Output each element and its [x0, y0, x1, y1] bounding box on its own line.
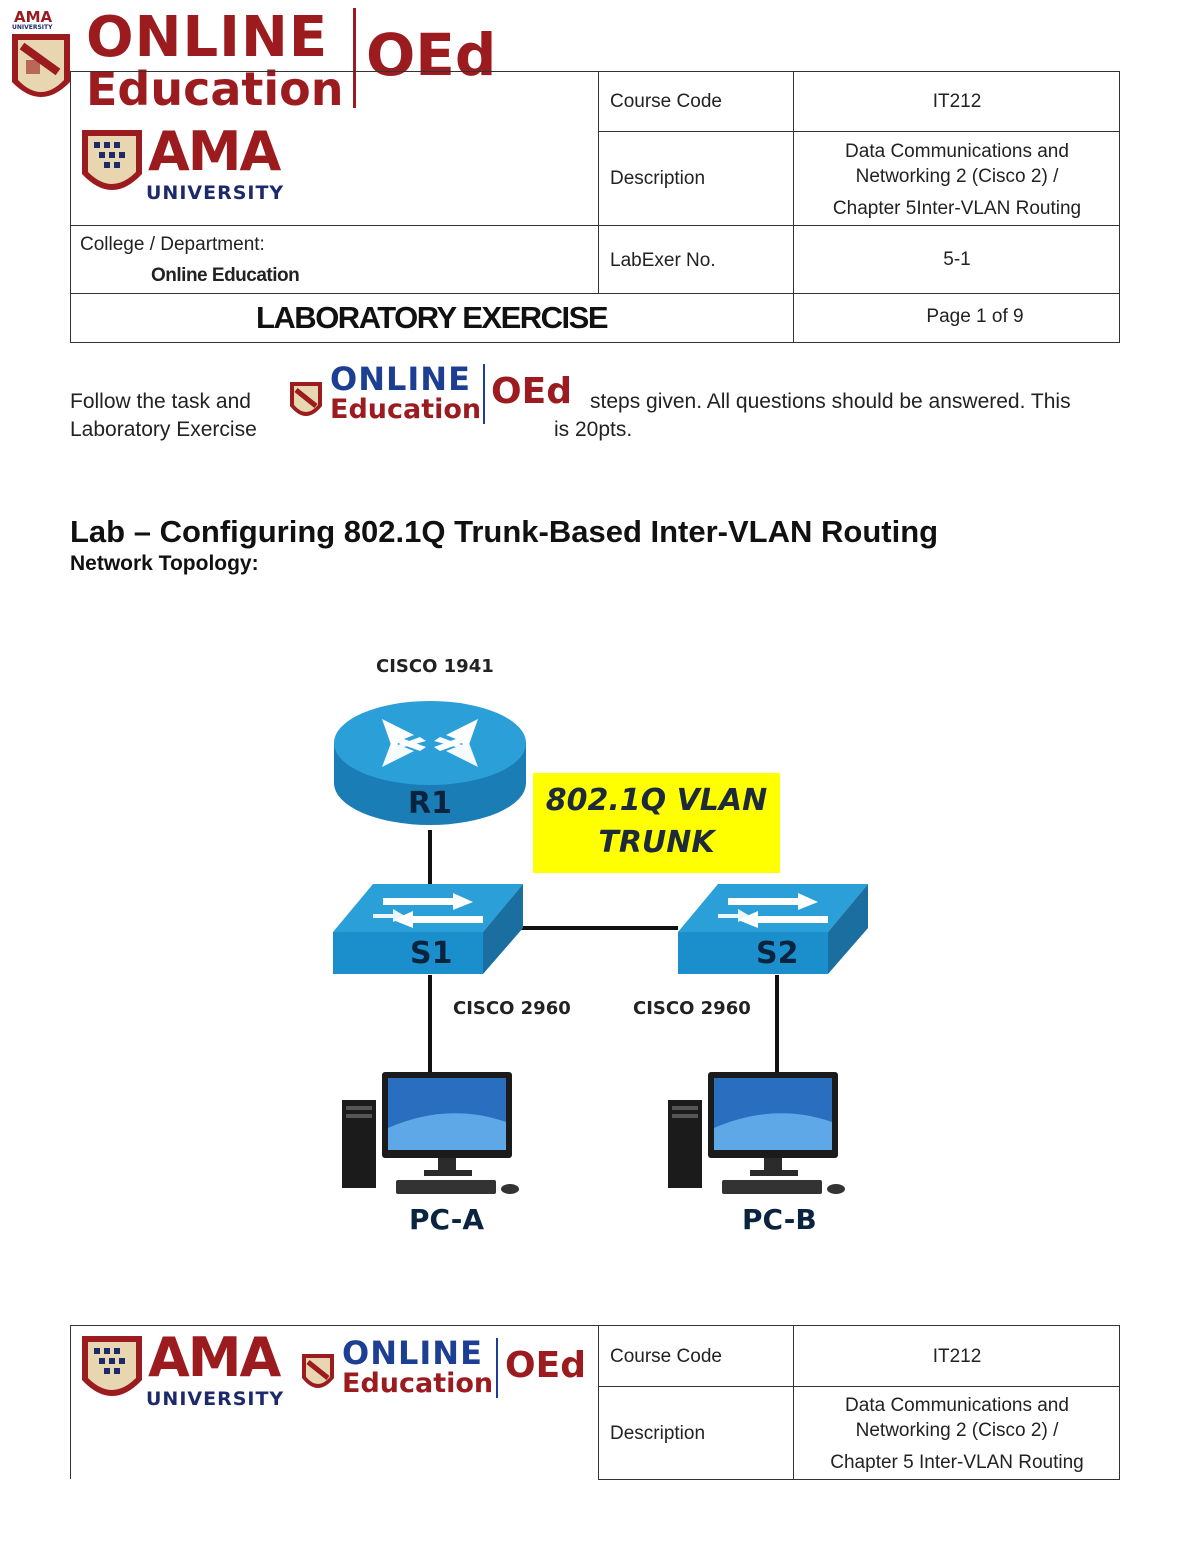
page-info: Page 1 of 9 [926, 306, 1024, 327]
footer-ama-university-logo: AMA UNIVERSITY [80, 1326, 295, 1412]
ama-online-logo-top: AMA UNIVERSITY ONLINE Education OEd [8, 5, 508, 116]
footer-bottom-line [598, 1479, 1120, 1480]
online-word-small: ONLINE [330, 360, 471, 398]
ama-crest-icon [82, 130, 142, 190]
switch-s2-model-label: CISCO 2960 [633, 998, 751, 1019]
logo-divider [353, 8, 356, 108]
trunk-label-box: 802.1Q VLAN TRUNK [533, 773, 780, 873]
header-divider-h2 [70, 225, 1120, 226]
footer-course-code-value: IT212 [932, 1346, 982, 1367]
footer-description-line1: Data Communications and [845, 1395, 1069, 1416]
footer-education-word: Education [342, 1368, 494, 1399]
intro-left-line2: Laboratory Exercise [70, 418, 257, 441]
university-small-text: UNIVERSITY [12, 24, 53, 31]
footer-ama-crest-icon [82, 1336, 142, 1396]
footer-university-word: UNIVERSITY [146, 1388, 285, 1410]
header-table [70, 71, 1120, 343]
footer-top-line [70, 1325, 1120, 1326]
footer-divider-h1 [598, 1386, 1120, 1387]
footer-oed-word: OEd [505, 1345, 586, 1386]
ama-word: AMA [148, 120, 281, 183]
description-line2: Networking 2 (Cisco 2) / [855, 166, 1059, 187]
header-divider-h3 [70, 293, 1120, 294]
header-divider-v2 [793, 71, 794, 343]
footer-left-line [70, 1325, 71, 1479]
online-word: ONLINE [86, 5, 329, 70]
intro-right-line1: steps given. All questions should be ans… [590, 390, 1071, 413]
labexer-label: LabExer No. [610, 250, 716, 271]
footer-online-education-logo: ONLINE Education OEd [300, 1336, 592, 1402]
switch-s1-model-label: CISCO 2960 [453, 998, 571, 1019]
intro-left-line1: Follow the task and [70, 390, 251, 413]
description-label: Description [610, 168, 706, 189]
pc-b-label: PC-B [742, 1203, 817, 1236]
description-line3: Chapter 5Inter-VLAN Routing [832, 198, 1082, 219]
description-line1: Data Communications and [845, 141, 1069, 162]
intro-left: Follow the task and Laboratory Exercise [70, 388, 257, 444]
switch-s1-name: S1 [410, 936, 453, 971]
footer-description-line3: Chapter 5 Inter-VLAN Routing [830, 1452, 1084, 1473]
pc-b-icon [668, 1072, 845, 1194]
switch-s2-name: S2 [756, 936, 799, 971]
footer-description-label: Description [610, 1423, 706, 1444]
lab-title: Lab – Configuring 802.1Q Trunk-Based Int… [70, 514, 939, 549]
footer-description-line2: Networking 2 (Cisco 2) / [855, 1420, 1059, 1441]
switch-s1-icon [333, 884, 523, 974]
online-education-logo-inline: ONLINE Education OEd [288, 362, 578, 428]
oed-word: OEd [366, 21, 497, 89]
router-name: R1 [408, 786, 452, 821]
ama-shield-icon [12, 34, 70, 97]
footer-logo-divider [496, 1338, 498, 1398]
trunk-line2: TRUNK [598, 825, 715, 860]
router-model-label: CISCO 1941 [376, 656, 494, 677]
course-code-value: IT212 [932, 91, 982, 112]
logo-divider-small [483, 364, 485, 424]
footer-ama-word: AMA [148, 1326, 281, 1389]
college-label: College / Department: [80, 234, 265, 255]
network-topology-heading: Network Topology: [70, 552, 259, 575]
oed-word-small: OEd [491, 371, 572, 412]
intro-right: steps given. All questions should be ans… [554, 388, 1071, 444]
intro-right-line2: is 20pts. [554, 418, 633, 441]
footer-right-line [1119, 1325, 1120, 1480]
education-word-small: Education [330, 394, 482, 425]
footer-divider-v1 [598, 1325, 599, 1480]
footer-course-code-label: Course Code [610, 1346, 722, 1367]
exercise-title: LABORATORY EXERCISE [255, 300, 609, 335]
footer-ama-shield-small-icon [302, 1354, 334, 1388]
footer-divider-v2 [793, 1325, 794, 1480]
college-value: Online Education [151, 265, 300, 286]
pc-a-icon [342, 1072, 519, 1194]
header-divider-v1 [598, 71, 599, 293]
router-icon [334, 701, 526, 825]
footer-online-word: ONLINE [342, 1334, 483, 1372]
labexer-value: 5-1 [943, 249, 971, 270]
header-divider-h1 [598, 131, 1120, 132]
university-word: UNIVERSITY [146, 182, 285, 204]
course-code-label: Course Code [610, 91, 722, 112]
ama-small-text: AMA [14, 8, 53, 26]
pc-a-label: PC-A [409, 1203, 485, 1236]
switch-s2-icon [678, 884, 868, 974]
ama-university-logo: AMA UNIVERSITY [80, 120, 295, 206]
education-word: Education [86, 62, 344, 116]
trunk-line1: 802.1Q VLAN [545, 783, 768, 818]
ama-shield-small-icon [290, 382, 322, 416]
